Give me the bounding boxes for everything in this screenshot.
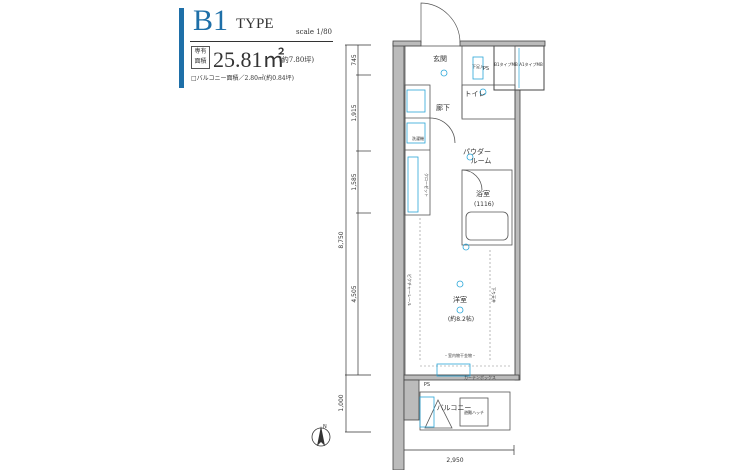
label-picture-rail: ピクチャーレール — [407, 274, 413, 306]
balcony-area: □バルコニー面積／2.80㎡(約0.84坪) — [191, 75, 294, 82]
dim-seg-2: 1,915 — [351, 104, 358, 121]
label-curtain-box: カーテンボックス — [464, 374, 496, 380]
label-toilet: トイレ — [465, 90, 486, 98]
type-code: B1 — [193, 4, 229, 37]
dim-seg-1: 745 — [351, 54, 358, 66]
label-evac-hatch: 避難ハッチ — [464, 409, 484, 415]
label-shoe: 下足入 — [472, 64, 484, 69]
dim-width: 2,950 — [446, 457, 463, 464]
title-divider — [190, 41, 333, 42]
dimension-lines — [345, 44, 515, 455]
area-value: 25.81㎡ — [213, 47, 285, 72]
label-drying: ・室内物干金物・ — [444, 352, 476, 358]
entrance-door — [420, 2, 461, 44]
label-mb-b1: B1タイプMB — [494, 61, 518, 67]
label-lowered-ceiling: 下り天井 — [491, 287, 497, 303]
dim-seg-4: 4,505 — [351, 285, 358, 302]
scale-label: scale 1/80 — [296, 28, 333, 36]
label-powder-2: ルーム — [471, 157, 492, 165]
dim-balcony: 1,000 — [338, 394, 345, 411]
label-ps: PS — [483, 66, 489, 72]
dim-total: 8,750 — [338, 231, 345, 248]
type-word: TYPE — [236, 16, 274, 32]
dim-seg-3: 1,585 — [351, 173, 358, 190]
title-accent-bar — [179, 8, 184, 88]
label-powder-1: パウダー — [463, 147, 491, 156]
label-balcony: バルコニー — [437, 404, 472, 412]
label-bath: 浴室 — [476, 189, 490, 198]
walls — [392, 40, 546, 470]
fixtures — [406, 56, 487, 428]
label-entrance: 玄関 — [433, 54, 447, 63]
label-mb-a1: A1タイプMB — [519, 61, 543, 67]
north-arrow-icon: N — [311, 424, 331, 447]
label-washer: 洗濯機 — [412, 135, 424, 141]
area-badge: 専有面積 — [191, 46, 210, 69]
label-western-size: (約8.2帖) — [448, 315, 474, 323]
area-tsubo: (約7.80坪) — [279, 56, 315, 64]
label-hallway: 廊下 — [436, 103, 450, 112]
label-bath-size: (1116) — [474, 201, 494, 208]
label-closet: クローゼット — [424, 173, 430, 197]
label-western-room: 洋室 — [453, 295, 467, 304]
north-label: N — [323, 424, 327, 430]
label-ps2: PS — [424, 382, 430, 388]
